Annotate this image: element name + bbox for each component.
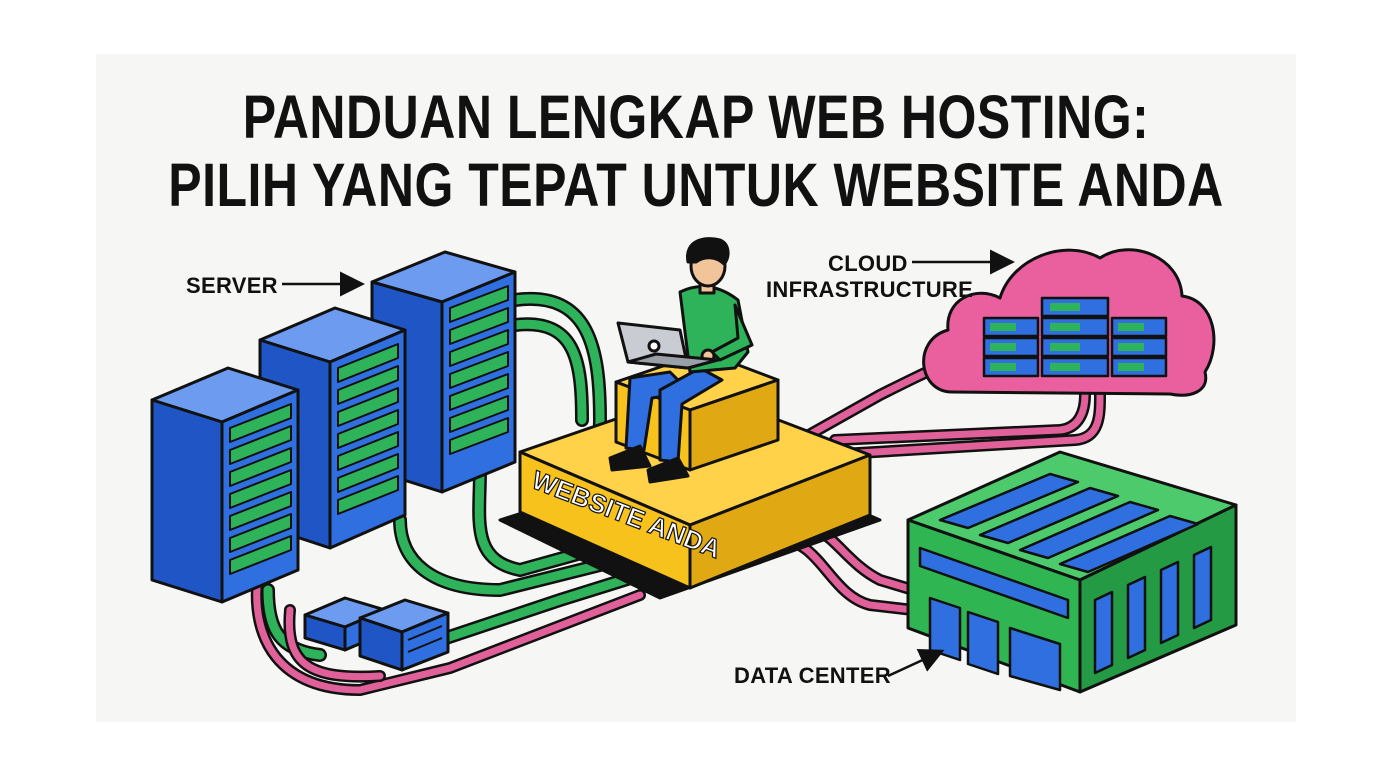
server-label: SERVER [186, 273, 278, 298]
page-title-line-2: PILIH YANG TEPAT UNTUK WEBSITE ANDA [168, 151, 1224, 220]
server-rack-icon [150, 366, 300, 604]
network-switch-icon [358, 598, 450, 672]
cloud-label-line-1: CLOUD [828, 251, 908, 276]
person-icon [608, 237, 754, 484]
laptop-icon [616, 321, 720, 370]
data-center-label: DATA CENTER [734, 663, 891, 688]
cloud-icon [922, 248, 1216, 397]
page-title-line-1: PANDUAN LENGKAP WEB HOSTING: [242, 83, 1150, 152]
arrow-right-icon [887, 649, 945, 678]
data-center-building-icon [906, 450, 1238, 694]
cloud-label-line-2: INFRASTRUCTURE [766, 277, 974, 302]
green-cables [261, 291, 647, 662]
